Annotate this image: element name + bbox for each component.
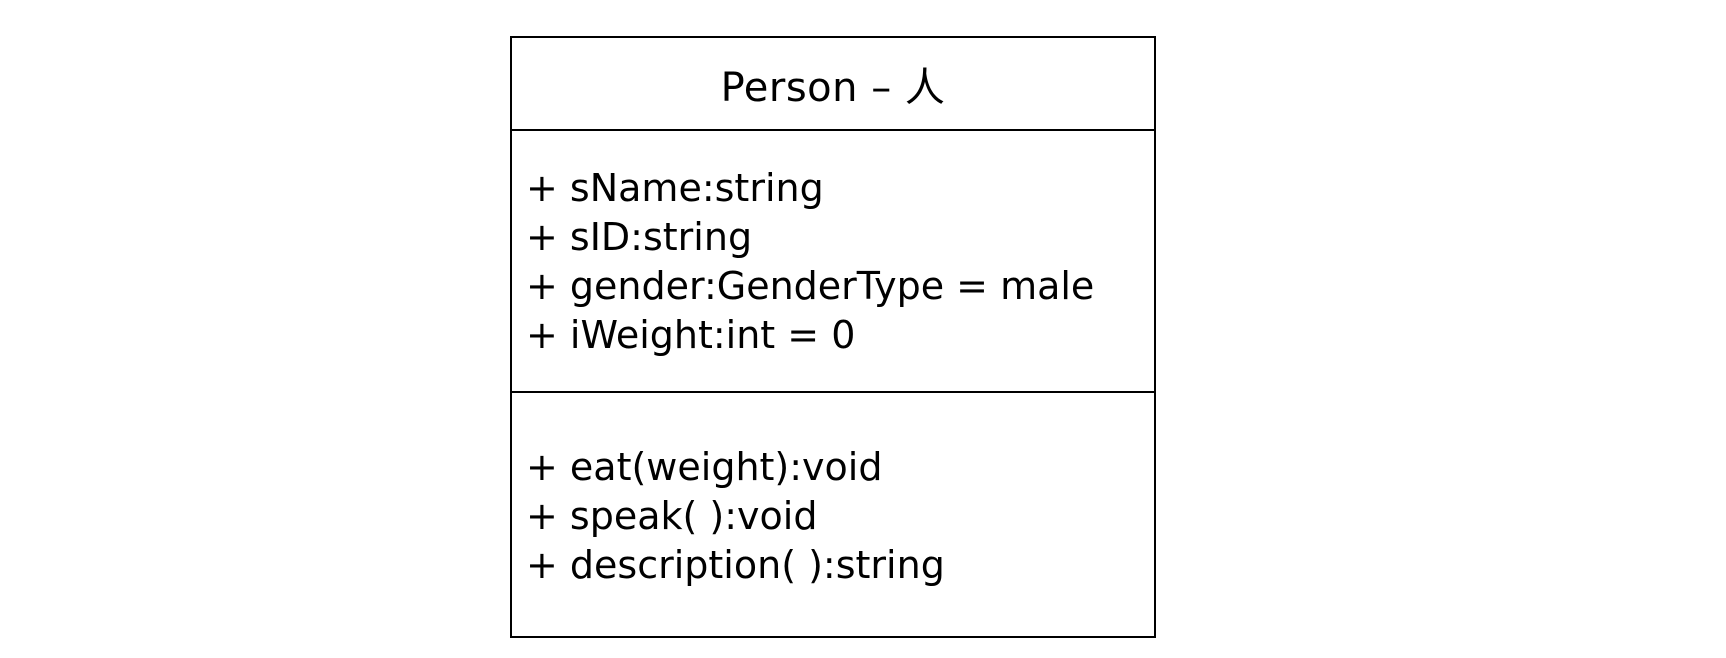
operation-eat: + eat(weight):void xyxy=(526,445,883,489)
attribute-sid: + sID:string xyxy=(526,215,753,259)
operation-speak: + speak( ):void xyxy=(526,494,818,538)
attributes-compartment: + sName:string + sID:string + gender:Gen… xyxy=(512,131,1154,393)
attribute-sname: + sName:string xyxy=(526,166,824,210)
attribute-gender: + gender:GenderType = male xyxy=(526,264,1095,308)
class-name: Person – 人 xyxy=(512,38,1154,131)
operation-description: + description( ):string xyxy=(526,543,945,587)
uml-class-box: Person – 人 + sName:string + sID:string +… xyxy=(510,36,1156,638)
operations-compartment: + eat(weight):void + speak( ):void + des… xyxy=(512,393,1154,638)
attribute-iweight: + iWeight:int = 0 xyxy=(526,313,856,357)
